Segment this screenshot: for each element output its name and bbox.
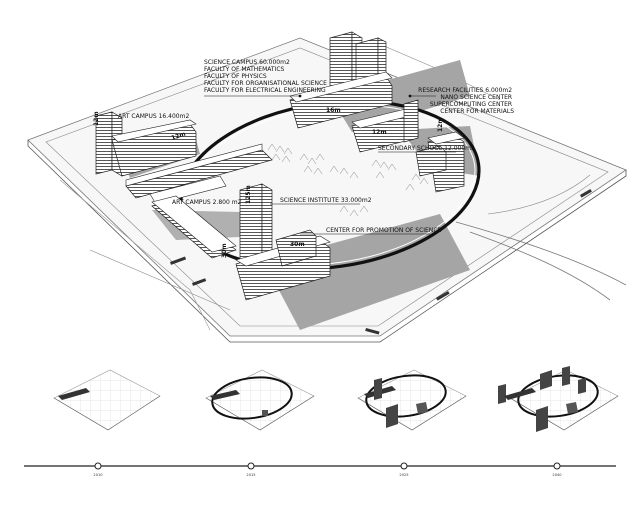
site-edge [27, 140, 627, 343]
timeline-year: 2010 [93, 473, 103, 477]
road [487, 174, 591, 215]
tree-cluster [95, 143, 429, 251]
leader-dot [298, 94, 302, 98]
level-tag: 12m [93, 111, 100, 126]
leader-dot [408, 94, 412, 98]
level-tag: 12m [437, 117, 444, 132]
art-campus-wing-top [111, 119, 197, 143]
road [455, 221, 627, 286]
timeline: 2010 2015 2025 2040 [24, 462, 616, 477]
level-tag: 12m [170, 131, 186, 142]
shadow [330, 60, 470, 132]
level-tag: 30m [221, 243, 228, 258]
road [59, 179, 211, 331]
edge-mark [580, 189, 592, 198]
site-inner-border [45, 47, 609, 327]
art-campus-bar-2 [149, 175, 227, 205]
edge-mark [365, 328, 380, 335]
promotion-center-label: CENTER FOR PROMOTION OF SCIENCE [326, 227, 442, 234]
promotion-center [275, 229, 317, 267]
road [89, 249, 231, 311]
level-tag: 125m [245, 185, 252, 204]
science-institute-label: SCIENCE INSTITUTE 33.000m2 [280, 197, 372, 204]
edge-mark [192, 278, 207, 286]
site-plan [27, 31, 627, 343]
edge-mark [436, 291, 450, 301]
secondary-school-label: SECONDARY SCHOOL 12.000m2 [378, 145, 475, 152]
timeline-marker: 2025 [399, 462, 409, 477]
science-campus-label: SCIENCE CAMPUS 60.000m2 FACULTY OF MATHE… [204, 59, 329, 94]
art-campus-small-top [151, 195, 237, 253]
phase-thumb-2025 [357, 369, 467, 431]
science-campus-slab-top [289, 71, 393, 103]
timeline-year: 2015 [246, 473, 255, 477]
phase-thumb-2040 [498, 366, 619, 432]
edge-mark [169, 256, 187, 265]
timeline-marker: 2040 [552, 462, 562, 477]
art-campus-bar-top [125, 143, 263, 187]
timeline-year: 2025 [399, 473, 408, 477]
level-tag: 30m [290, 241, 305, 248]
road [469, 231, 611, 301]
level-tag: 16m [326, 107, 341, 114]
research-tower [403, 99, 419, 143]
annotations: SCIENCE CAMPUS 60.000m2 FACULTY OF MATHE… [93, 59, 514, 258]
phase-thumbnails [53, 366, 619, 432]
secondary-school-wing [415, 145, 447, 177]
phase-thumb-2015 [205, 369, 315, 431]
level-tag: 12m [372, 129, 387, 136]
phase-thumb-2010 [53, 369, 161, 431]
art-campus-small-label: ART CAMPUS 2.800 m2 [172, 199, 242, 206]
timeline-marker: 2010 [93, 462, 103, 477]
timeline-year: 2040 [552, 473, 562, 477]
secondary-school-top [427, 131, 465, 145]
art-campus-label: ART CAMPUS 16.400m2 [118, 113, 189, 120]
research-facilities-label: RESEARCH FACILITIES 6.000m2 NANO SCIENCE… [418, 87, 514, 115]
timeline-marker: 2015 [246, 462, 256, 477]
